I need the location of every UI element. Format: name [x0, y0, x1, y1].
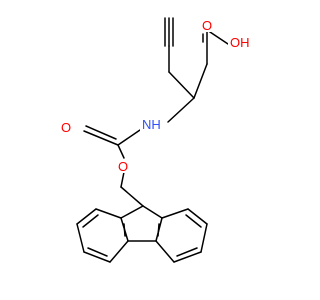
ester-oxygen-label: O	[118, 159, 128, 174]
carbamate-carbonyl-bond	[83, 125, 119, 146]
fluorene-five-ring	[120, 205, 163, 242]
fluorene-left-benzene	[76, 208, 129, 263]
bond-ch2-fluorenyl	[120, 186, 144, 207]
bond-nh-c	[117, 129, 141, 146]
structure-diagram: OH O NH O O	[60, 17, 250, 263]
bond-c-o-ester	[117, 144, 125, 159]
carbamate-carbonyl-oxygen-label: O	[61, 120, 71, 135]
bond-ch-nh	[167, 97, 195, 123]
bond-ch-ch2	[193, 63, 208, 99]
alkyne-triple-bond	[164, 17, 174, 47]
bond-c-oh	[206, 29, 229, 45]
bond-ch2-ch	[168, 71, 195, 99]
molecule-canvas: OH O NH O O	[60, 17, 250, 263]
fluorene-right-benzene	[155, 208, 208, 263]
hydroxyl-label: OH	[230, 35, 250, 50]
bond-o-ch2	[120, 171, 125, 188]
acid-carbonyl-oxygen-label: O	[202, 18, 212, 33]
amine-label: NH	[142, 117, 161, 132]
